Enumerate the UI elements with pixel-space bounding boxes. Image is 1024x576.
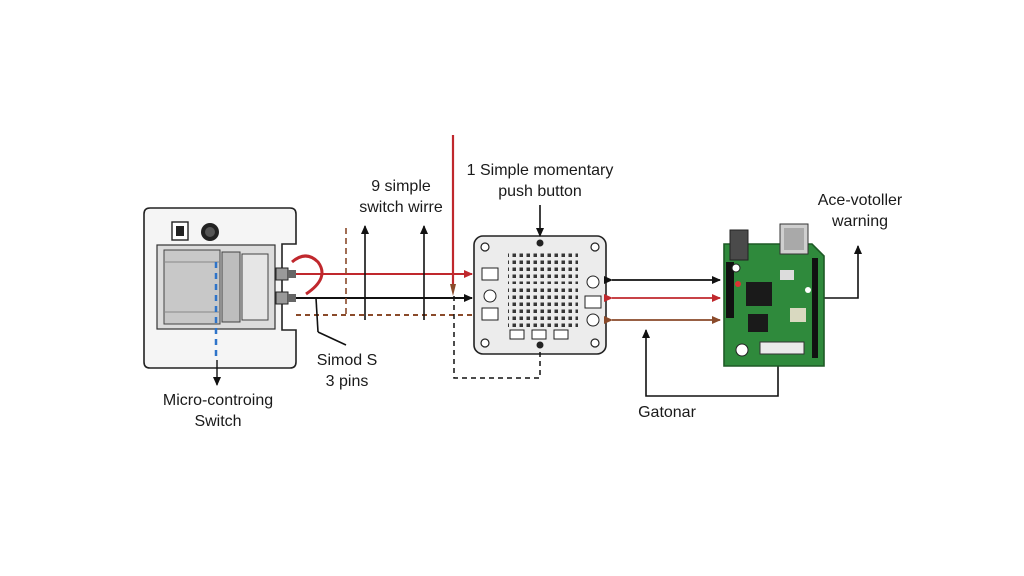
board-label: Ace-votoller warning — [800, 190, 920, 232]
board-label-arrow — [822, 245, 862, 299]
ground-return-wire — [642, 329, 779, 397]
microcontroller-board — [723, 223, 825, 367]
wire-label-line2: switch wirre — [359, 199, 443, 216]
button-label-line1: 1 Simple momentary — [466, 162, 614, 179]
switch-loop-wire — [291, 254, 324, 296]
button-matrix — [508, 252, 578, 328]
button-label-line2: push button — [498, 183, 582, 200]
pins-leader — [317, 331, 347, 346]
wire-label-line1: 9 simple — [371, 178, 431, 195]
pins-label: Simod S 3 pins — [302, 350, 392, 392]
micro-switch — [143, 207, 297, 369]
button-label: 1 Simple momentary push button — [452, 160, 628, 202]
pins-label-line2: 3 pins — [325, 373, 369, 390]
board-label-line2: warning — [831, 213, 889, 230]
ground-label: Gatonar — [638, 404, 696, 421]
board-label-line1: Ace-votoller — [817, 192, 903, 209]
switch-label-line1: Micro-controing — [162, 392, 274, 409]
switch-label: Micro-controing Switch — [150, 390, 286, 432]
pins-label-line1: Simod S — [316, 352, 378, 369]
switch-label-line2: Switch — [194, 413, 242, 430]
switch-wires — [213, 135, 473, 386]
board-links — [604, 245, 862, 397]
push-button-module — [453, 205, 607, 379]
module-dashed-link — [453, 296, 541, 379]
wire-label: 9 simple switch wirre — [346, 176, 456, 218]
